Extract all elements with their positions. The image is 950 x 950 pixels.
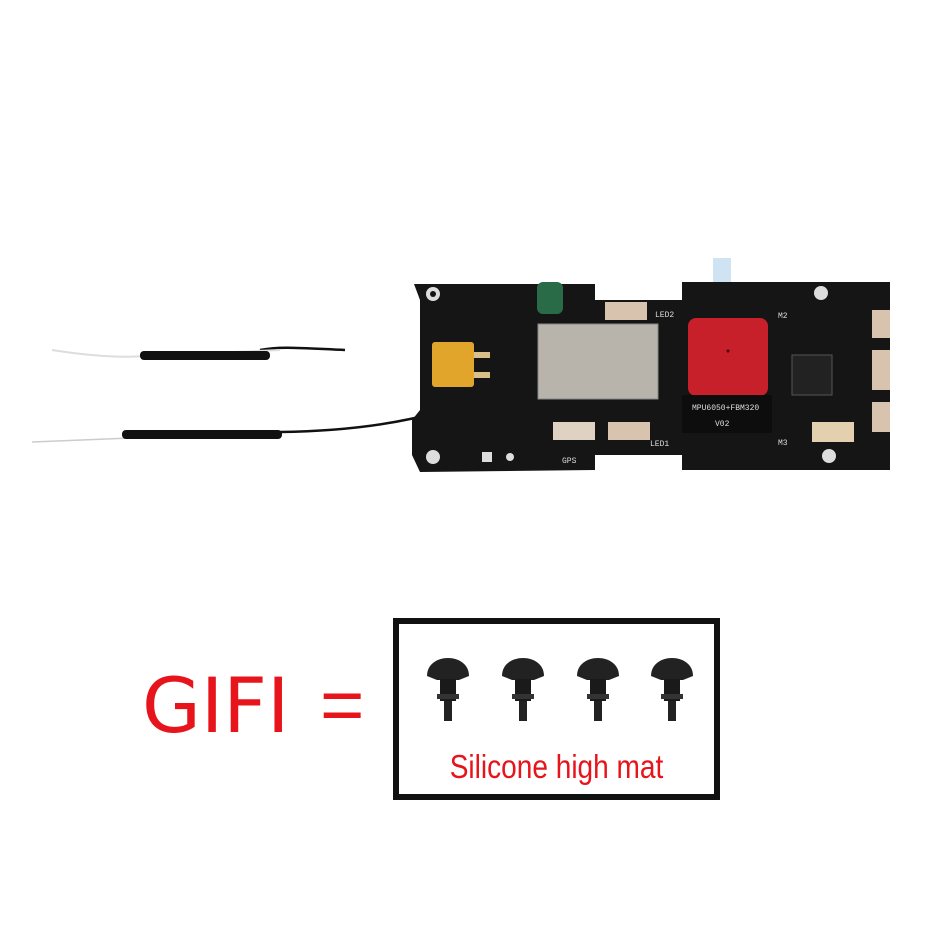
board-label: GPS: [562, 457, 577, 466]
rf-shield: [537, 323, 659, 400]
gifi-label: GIFI: [142, 661, 290, 750]
silicone-mount-image: [651, 658, 693, 721]
board-label: V02: [715, 420, 730, 429]
board-label: M3: [778, 439, 788, 448]
silicone-mount-image: [502, 658, 544, 721]
board-label: MPU6050+FBM320: [692, 404, 759, 413]
board-label: LED1: [650, 440, 669, 449]
board-label: LED2: [655, 311, 674, 320]
silicone-mount-image: [577, 658, 619, 721]
xt30-connector: [432, 342, 474, 387]
equals-sign: =: [320, 663, 365, 748]
board-label: M2: [778, 312, 788, 321]
box-caption: Silicone high mat: [449, 748, 664, 785]
silicone-mount-image: [427, 658, 469, 721]
accessory-box: Silicone high mat: [393, 618, 720, 800]
antenna-wire-top: [259, 346, 346, 352]
antenna-bottom: [31, 437, 131, 443]
red-imu-cover: [688, 318, 768, 396]
